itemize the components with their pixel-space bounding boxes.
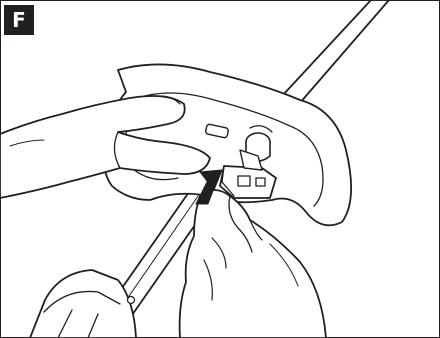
right-hand <box>178 189 327 338</box>
insertion-arrow <box>195 169 223 205</box>
left-hand <box>0 95 211 199</box>
motor-housing <box>29 269 137 338</box>
upper-shaft <box>281 0 401 105</box>
connector-clip <box>219 149 277 199</box>
step-label: F <box>4 5 34 35</box>
